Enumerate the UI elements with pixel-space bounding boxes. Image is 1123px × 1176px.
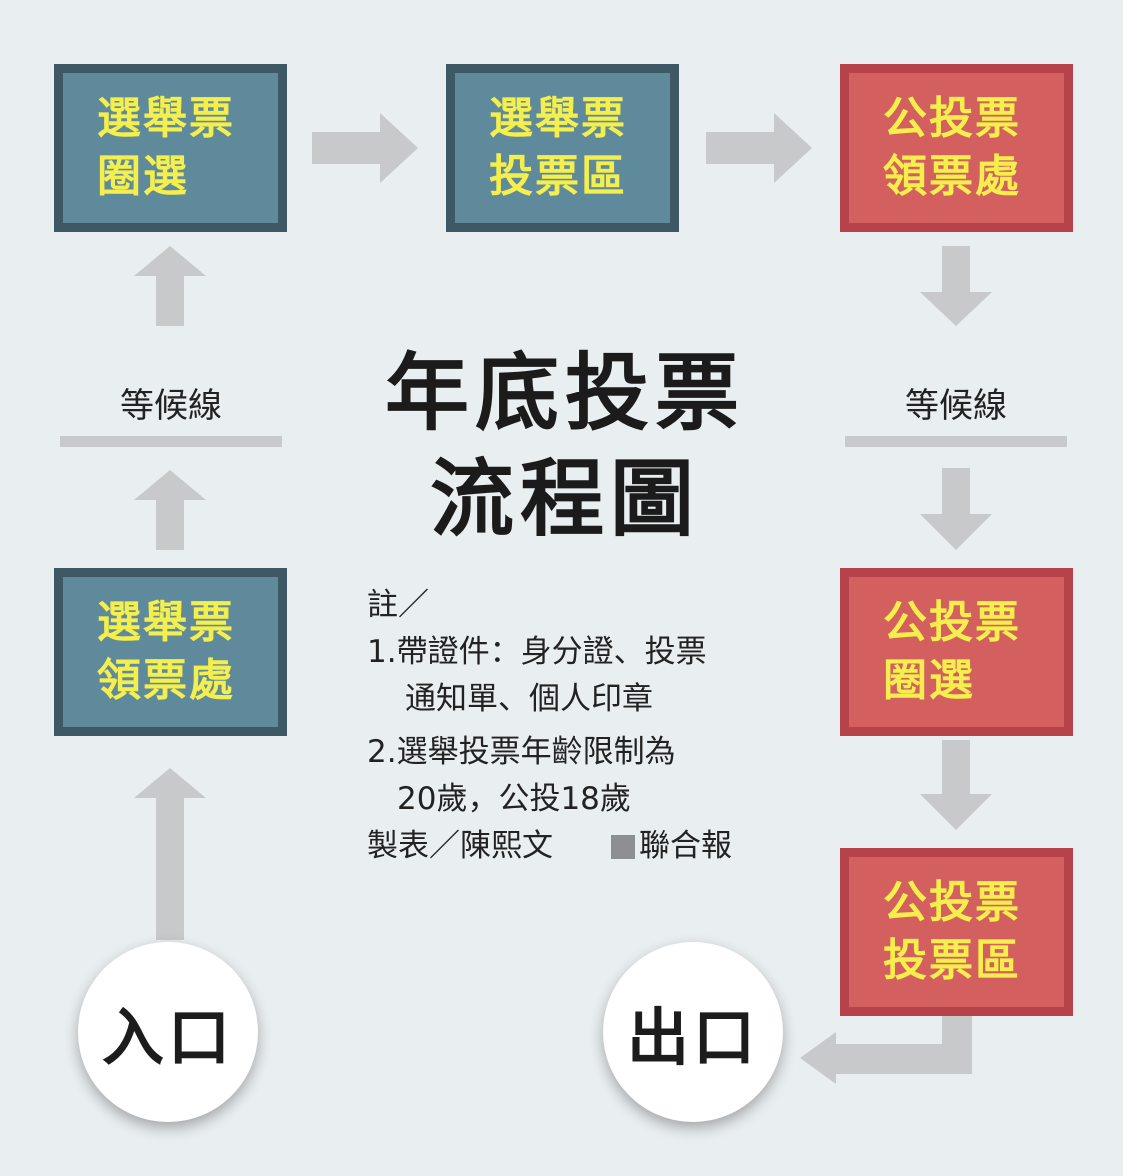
credit-source: 聯合報 xyxy=(639,828,732,864)
exit-label: 出口 xyxy=(626,1001,759,1074)
election-ballot-box-area: 選舉票 投票區 xyxy=(446,64,679,232)
waiting-line-left xyxy=(60,436,282,447)
page-title: 年底投票 流程圖 xyxy=(355,340,775,552)
note-1-line1: 1.帶證件：身分證、投票 xyxy=(367,634,707,670)
election-ballot-collection-box: 選舉票 領票處 xyxy=(54,568,287,736)
credit-maker: 製表／陳熙文 xyxy=(367,828,553,864)
arrow-election-ballot-to-referendum-collect xyxy=(706,113,812,183)
box-label-line1: 選舉票 xyxy=(489,93,627,144)
note-2-line2: 20歲，公投18歲 xyxy=(397,781,631,817)
title-line1: 年底投票 xyxy=(384,344,745,442)
exit-circle: 出口 xyxy=(603,942,783,1122)
box-label-line2: 圈選 xyxy=(97,151,189,202)
title-line2: 流程圖 xyxy=(429,450,700,548)
referendum-ballot-marking-box: 公投票 圈選 xyxy=(840,568,1073,736)
square-icon xyxy=(611,834,635,859)
arrow-waiting-left-to-election-mark xyxy=(134,246,206,326)
arrow-referendum-collect-to-waiting-right xyxy=(920,246,992,326)
box-label-line1: 公投票 xyxy=(883,597,1021,648)
waiting-line-right xyxy=(845,436,1067,447)
note-2-line1: 2.選舉投票年齡限制為 xyxy=(367,734,676,770)
entrance-circle: 入口 xyxy=(78,942,258,1122)
box-label-line2: 領票處 xyxy=(97,655,235,706)
note-1-line2: 通知單、個人印章 xyxy=(405,681,653,717)
waiting-line-right-label: 等候線 xyxy=(905,386,1007,426)
box-label-line2: 投票區 xyxy=(883,935,1021,986)
box-label-line1: 公投票 xyxy=(883,877,1021,928)
arrow-referendum-mark-to-ballot xyxy=(920,740,992,830)
box-label-line1: 選舉票 xyxy=(97,93,235,144)
arrow-referendum-ballot-to-exit xyxy=(800,1016,972,1084)
arrow-waiting-right-to-referendum-mark xyxy=(920,468,992,550)
notes: 註／ 1.帶證件：身分證、投票 通知單、個人印章 2.選舉投票年齡限制為 20歲… xyxy=(367,582,787,870)
arrow-entrance-to-election-collect xyxy=(134,768,206,940)
arrow-election-collect-to-waiting-left xyxy=(134,470,206,550)
arrow-election-mark-to-ballot xyxy=(312,113,418,183)
referendum-ballot-collection-box: 公投票 領票處 xyxy=(840,64,1073,232)
notes-heading: 註／ xyxy=(367,587,429,623)
box-label-line2: 投票區 xyxy=(489,151,627,202)
election-ballot-marking-box: 選舉票 圈選 xyxy=(54,64,287,232)
box-label-line1: 選舉票 xyxy=(97,597,235,648)
waiting-line-left-label: 等候線 xyxy=(120,386,222,426)
box-label-line1: 公投票 xyxy=(883,93,1021,144)
credit-line: 製表／陳熙文 聯合報 xyxy=(367,823,787,870)
box-label-line2: 圈選 xyxy=(883,655,975,706)
entrance-label: 入口 xyxy=(101,1001,234,1074)
referendum-ballot-box-area: 公投票 投票區 xyxy=(840,848,1073,1016)
box-label-line2: 領票處 xyxy=(883,151,1021,202)
